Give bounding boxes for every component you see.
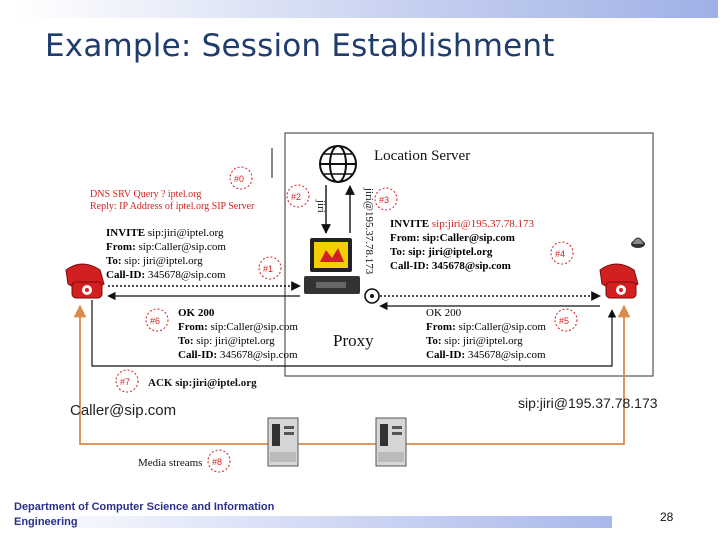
step-marker-6: #6 [145,308,169,332]
svg-text:To: sip: jiri@iptel.org: To: sip: jiri@iptel.org [106,255,203,267]
proxy-computer-icon [304,238,380,304]
svg-text:Call-ID: 345678@sip.com: Call-ID: 345678@sip.com [106,269,226,281]
slide-title: Example: Session Establishment [45,28,555,64]
svg-text:Call-ID: 345678@sip.com: Call-ID: 345678@sip.com [390,260,511,272]
reply-vertical-text: jiri@195.37.78.173 [363,187,375,275]
svg-text:From: sip:Caller@sip.com: From: sip:Caller@sip.com [426,321,546,333]
ok-left-message: OK 200 From: sip:Caller@sip.com To: sip:… [178,307,298,361]
step-marker-3: #3 [374,187,398,211]
svg-text:From: sip:Caller@sip.com: From: sip:Caller@sip.com [106,241,226,253]
media-stream-arrow [73,304,631,445]
step-marker-0: #0 [229,166,253,190]
footer-line-2: Engineering [14,516,78,528]
proxy-label: Proxy [333,331,374,350]
invite2-message: INVITE sip:jiri@195.37.78.173 From: sip:… [390,218,534,272]
media-streams-label: Media streams [138,457,202,469]
svg-text:To: sip: jiri@iptel.org: To: sip: jiri@iptel.org [390,246,493,258]
step-marker-1: #1 [258,256,282,280]
globe-icon [319,145,357,183]
iptel-domain-box [284,132,654,377]
caller-address-label: Caller@sip.com [70,402,176,419]
step-marker-7: #7 [115,369,139,393]
svg-text:Call-ID: 345678@sip.com: Call-ID: 345678@sip.com [426,349,546,361]
ack-text: ACK sip:jiri@iptel.org [148,377,257,389]
svg-text:To: sip: jiri@iptel.org: To: sip: jiri@iptel.org [426,335,523,347]
svg-text:INVITE sip:jiri@iptel.org: INVITE sip:jiri@iptel.org [106,227,224,239]
ok-right-message: OK 200 From: sip:Caller@sip.com To: sip:… [426,307,546,361]
query-vertical-text: jiri [315,199,327,213]
svg-text:#0: #0 [234,174,244,184]
svg-text:#6: #6 [150,316,160,326]
svg-text:To: sip: jiri@iptel.org: To: sip: jiri@iptel.org [178,335,275,347]
ringer-icon [631,237,645,248]
callee-phone-icon [599,263,639,299]
svg-text:OK 200: OK 200 [426,307,462,319]
svg-text:From: sip:Caller@sip.com: From: sip:Caller@sip.com [390,232,515,244]
page-number: 28 [660,510,674,524]
footer-line-1: Department of Computer Science and Infor… [14,501,275,513]
dns-reply-text: Reply: IP Address of iptel.org SIP Serve… [90,201,255,212]
footer-gradient-bar [14,516,612,528]
svg-text:#3: #3 [379,195,389,205]
svg-text:#4: #4 [555,249,565,259]
svg-text:#5: #5 [559,316,569,326]
svg-text:From: sip:Caller@sip.com: From: sip:Caller@sip.com [178,321,298,333]
step-marker-5: #5 [554,308,578,332]
callee-address-label: sip:jiri@195.37.78.173 [518,395,658,411]
ack-arrow [91,300,617,367]
svg-text:#1: #1 [263,264,273,274]
svg-text:INVITE sip:jiri@195.37.78.173: INVITE sip:jiri@195.37.78.173 [390,218,534,230]
dns-query-text: DNS SRV Query ? iptel.org [90,189,201,200]
caller-phone-icon [65,263,105,299]
svg-text:Call-ID: 345678@sip.com: Call-ID: 345678@sip.com [178,349,298,361]
svg-text:#2: #2 [291,192,301,202]
svg-text:#7: #7 [120,377,130,387]
server-left-icon [267,417,299,467]
svg-text:#8: #8 [212,457,222,467]
server-right-icon [375,417,407,467]
svg-text:OK 200: OK 200 [178,307,215,319]
location-server-label: Location Server [374,148,470,164]
invite1-message: INVITE sip:jiri@iptel.org From: sip:Call… [106,227,226,281]
top-gradient-bar [18,0,718,18]
step-marker-8: #8 [207,449,231,473]
step-marker-4: #4 [550,241,574,265]
step-marker-2: #2 [286,184,310,208]
footer-department: Department of Computer Science and Infor… [14,500,334,530]
